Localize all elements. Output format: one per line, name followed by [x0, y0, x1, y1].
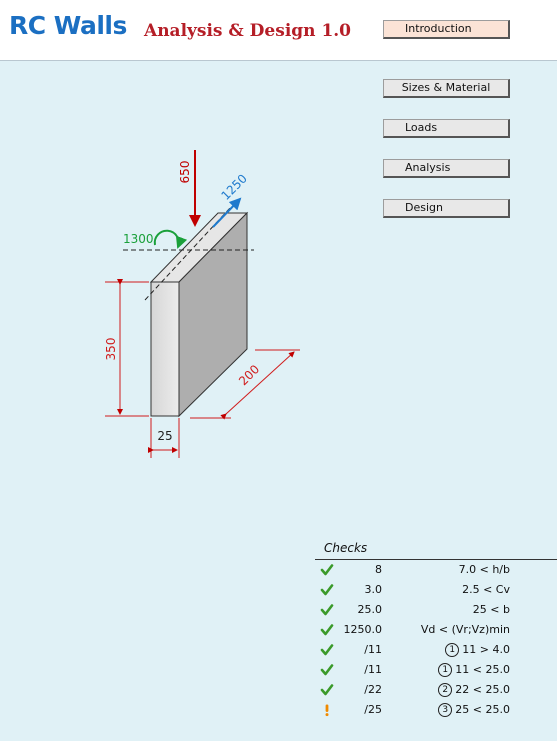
thickness-label: 25: [157, 429, 172, 443]
check-condition: 25 < b: [473, 603, 510, 616]
checkmark-icon: [320, 643, 334, 657]
check-condition-text: 25 < 25.0: [455, 703, 510, 716]
axial-load-label: 650: [178, 161, 192, 184]
analysis-button[interactable]: Analysis: [383, 159, 510, 178]
length-dim-line: [220, 351, 295, 420]
check-row: 3.0 2.5 < Cv: [315, 581, 557, 601]
checkmark-icon: [320, 583, 334, 597]
loads-button[interactable]: Loads: [383, 119, 510, 138]
app-subtitle: Analysis & Design 1.0: [144, 21, 352, 41]
check-value: 1250.0: [343, 623, 383, 636]
wall-front-face: [150, 281, 180, 417]
circled-number: 1: [445, 643, 460, 657]
moment-label: 1300: [123, 232, 154, 246]
design-button[interactable]: Design: [383, 199, 510, 218]
check-condition-text: Vd < (Vr;Vz)min: [420, 623, 510, 636]
checks-divider: [315, 559, 557, 560]
main-panel: Sizes & Material Loads Analysis Design: [0, 61, 557, 741]
checkmark-icon: [320, 563, 334, 577]
sizes-material-button[interactable]: Sizes & Material: [383, 79, 510, 98]
check-row: 25.0 25 < b: [315, 601, 557, 621]
check-row: 1250.0 Vd < (Vr;Vz)min: [315, 621, 557, 641]
checkmark-icon: [320, 623, 334, 637]
check-value: 25.0: [357, 603, 383, 616]
check-condition: 7.0 < h/b: [459, 563, 510, 576]
circled-number: 2: [438, 683, 453, 697]
shear-load-label: 1250: [218, 171, 249, 202]
checkmark-icon: [320, 683, 334, 697]
check-condition-text: 11 > 4.0: [462, 643, 510, 656]
check-condition-text: 25 < b: [472, 603, 510, 616]
check-value: /25: [364, 703, 382, 716]
height-label: 350: [104, 338, 118, 361]
checkmark-icon: [320, 603, 334, 617]
circled-number: 3: [438, 703, 453, 717]
check-condition-text: 22 < 25.0: [455, 683, 510, 696]
moment-arrow-icon: [153, 229, 188, 249]
shear-load-arrow-icon: [212, 197, 242, 228]
checkmark-icon: [320, 663, 334, 677]
check-condition-text: 11 < 25.0: [455, 663, 510, 676]
check-row: 8 7.0 < h/b: [315, 561, 557, 581]
check-value: /11: [364, 663, 382, 676]
check-value: 3.0: [364, 583, 383, 596]
checks-title: Checks: [324, 541, 368, 555]
check-value: /11: [364, 643, 382, 656]
warning-icon: [320, 703, 334, 717]
check-value: /22: [364, 683, 382, 696]
check-condition: 2.5 < Cv: [462, 583, 510, 596]
circled-number: 1: [438, 663, 453, 677]
introduction-button[interactable]: Introduction: [383, 20, 510, 39]
check-condition: Vd < (Vr;Vz)min: [421, 623, 510, 636]
check-value: 8: [375, 563, 382, 576]
check-condition-text: 7.0 < h/b: [458, 563, 510, 576]
app-title: RC Walls: [9, 11, 127, 40]
check-condition-text: 2.5 < Cv: [462, 583, 510, 596]
header-bar: RC Walls Analysis & Design 1.0 Introduct…: [0, 0, 557, 61]
